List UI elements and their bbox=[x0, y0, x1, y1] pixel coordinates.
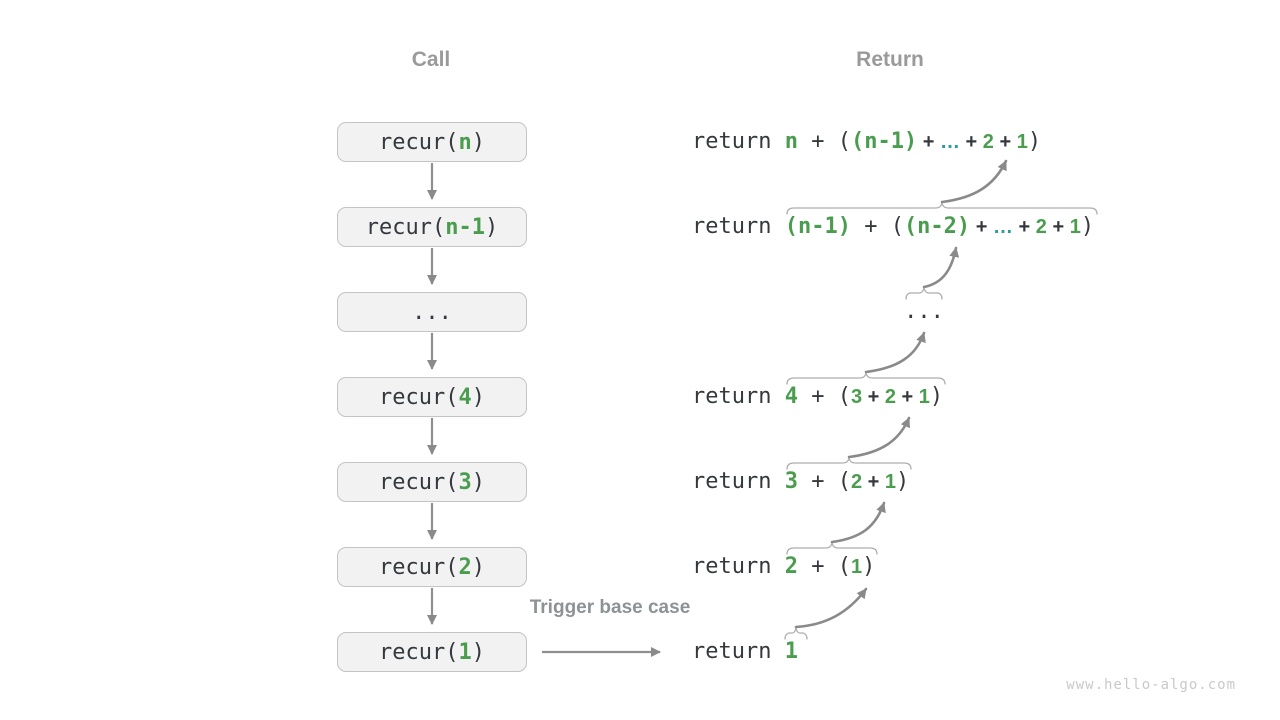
code-segment: ) bbox=[896, 469, 910, 494]
return-line-n: return n + ((n-1) + … + 2 + 1) bbox=[692, 131, 1041, 153]
return-arrow-row7-to-row6 bbox=[794, 587, 868, 629]
code-segment: return bbox=[692, 384, 785, 409]
code-segment: n bbox=[458, 129, 472, 155]
code-segment: 1 bbox=[918, 386, 930, 408]
code-segment: n bbox=[784, 129, 798, 154]
code-segment: 2 bbox=[982, 131, 994, 153]
code-segment: 1 bbox=[1069, 216, 1081, 238]
code-segment: + bbox=[1046, 216, 1070, 238]
code-segment: ) bbox=[929, 384, 944, 409]
brace-row2 bbox=[786, 202, 1098, 215]
call-box-recur-3: recur(3) bbox=[337, 462, 527, 502]
code-segment: ) bbox=[1080, 214, 1095, 239]
code-segment: + ( bbox=[797, 129, 851, 154]
code-segment: return bbox=[692, 554, 785, 579]
code-segment: recur( bbox=[365, 214, 446, 240]
code-segment: ... bbox=[904, 299, 944, 324]
code-segment: ) bbox=[471, 129, 485, 155]
code-segment: + ( bbox=[797, 554, 851, 579]
brace-row7 bbox=[784, 627, 808, 640]
call-box-recur-n: recur(n) bbox=[337, 122, 527, 162]
site-watermark: www.hello-algo.com bbox=[1066, 677, 1236, 693]
code-segment: + bbox=[959, 131, 983, 153]
code-segment: recur( bbox=[379, 129, 459, 155]
return-arrow-row6-to-row5 bbox=[830, 501, 886, 544]
code-segment: ) bbox=[471, 554, 485, 580]
code-segment: ) bbox=[484, 214, 499, 240]
code-segment: return bbox=[692, 469, 785, 494]
code-segment: 3 bbox=[850, 386, 863, 408]
call-box-recur-n-1: recur(n-1) bbox=[337, 207, 527, 247]
return-line-ellipsis: ... bbox=[904, 301, 944, 323]
return-column-header: Return bbox=[856, 48, 924, 71]
code-segment: … bbox=[939, 131, 960, 153]
return-line-4: return 4 + (3 + 2 + 1) bbox=[692, 386, 943, 408]
code-segment: recur( bbox=[379, 554, 459, 580]
return-arrow-row4-to-row3 bbox=[864, 331, 926, 374]
code-segment: ) bbox=[1027, 129, 1042, 154]
code-segment: 1 bbox=[1016, 131, 1028, 153]
code-segment: 2 bbox=[784, 554, 798, 579]
code-segment: + ( bbox=[797, 469, 851, 494]
brace-row6 bbox=[786, 542, 878, 555]
code-segment: + ( bbox=[797, 384, 851, 409]
code-segment: recur( bbox=[379, 639, 459, 665]
code-segment: + bbox=[896, 386, 919, 408]
brace-row3 bbox=[905, 287, 943, 300]
code-segment: n-1 bbox=[445, 214, 485, 240]
call-box-ellipsis: ... bbox=[337, 292, 527, 332]
call-column-header: Call bbox=[411, 48, 451, 71]
code-segment: + bbox=[862, 471, 885, 493]
call-box-recur-4: recur(4) bbox=[337, 377, 527, 417]
return-arrow-row5-to-row4 bbox=[847, 416, 911, 459]
call-box-recur-1: recur(1) bbox=[337, 632, 527, 672]
code-segment: recur( bbox=[379, 384, 459, 410]
code-segment: 1 bbox=[784, 639, 798, 664]
code-segment: 2 bbox=[1035, 216, 1047, 238]
code-segment: return bbox=[692, 129, 785, 154]
code-segment: 4 bbox=[784, 384, 798, 409]
code-segment: + ( bbox=[850, 214, 904, 239]
code-segment: 2 bbox=[884, 386, 896, 408]
code-segment: ... bbox=[412, 299, 452, 325]
return-line-1: return 1 bbox=[692, 641, 798, 663]
code-segment: 1 bbox=[850, 556, 863, 578]
code-segment: + bbox=[862, 386, 885, 408]
code-segment: return bbox=[692, 214, 785, 239]
return-line-3: return 3 + (2 + 1) bbox=[692, 471, 909, 493]
code-segment: return bbox=[692, 639, 785, 664]
return-line-2: return 2 + (1) bbox=[692, 556, 875, 578]
return-line-n-1: return (n-1) + ((n-2) + … + 2 + 1) bbox=[692, 216, 1094, 238]
code-segment: 1 bbox=[884, 471, 896, 493]
call-box-recur-2: recur(2) bbox=[337, 547, 527, 587]
code-segment: ) bbox=[471, 469, 485, 495]
code-segment: + bbox=[1012, 216, 1036, 238]
brace-row4 bbox=[786, 372, 946, 385]
code-segment: + bbox=[917, 131, 940, 153]
code-segment: ) bbox=[471, 384, 485, 410]
code-segment: (n-1) bbox=[850, 129, 918, 154]
return-arrow-row3-to-row2 bbox=[922, 246, 960, 289]
code-segment: + bbox=[970, 216, 993, 238]
code-segment: (n-1) bbox=[784, 214, 851, 239]
code-segment: 4 bbox=[458, 384, 472, 410]
code-segment: … bbox=[992, 216, 1013, 238]
return-arrow-row2-to-row1 bbox=[940, 159, 1008, 204]
code-segment: recur( bbox=[379, 469, 459, 495]
code-segment: 3 bbox=[784, 469, 798, 494]
code-segment: (n-2) bbox=[903, 214, 971, 239]
brace-row5 bbox=[786, 457, 912, 470]
code-segment: + bbox=[993, 131, 1017, 153]
code-segment: 3 bbox=[458, 469, 472, 495]
code-segment: ) bbox=[471, 639, 485, 665]
code-segment: ) bbox=[862, 554, 876, 579]
code-segment: 2 bbox=[458, 554, 472, 580]
code-segment: 1 bbox=[458, 639, 472, 665]
code-segment: 2 bbox=[850, 471, 863, 493]
trigger-base-case-label: Trigger base case bbox=[529, 597, 691, 618]
